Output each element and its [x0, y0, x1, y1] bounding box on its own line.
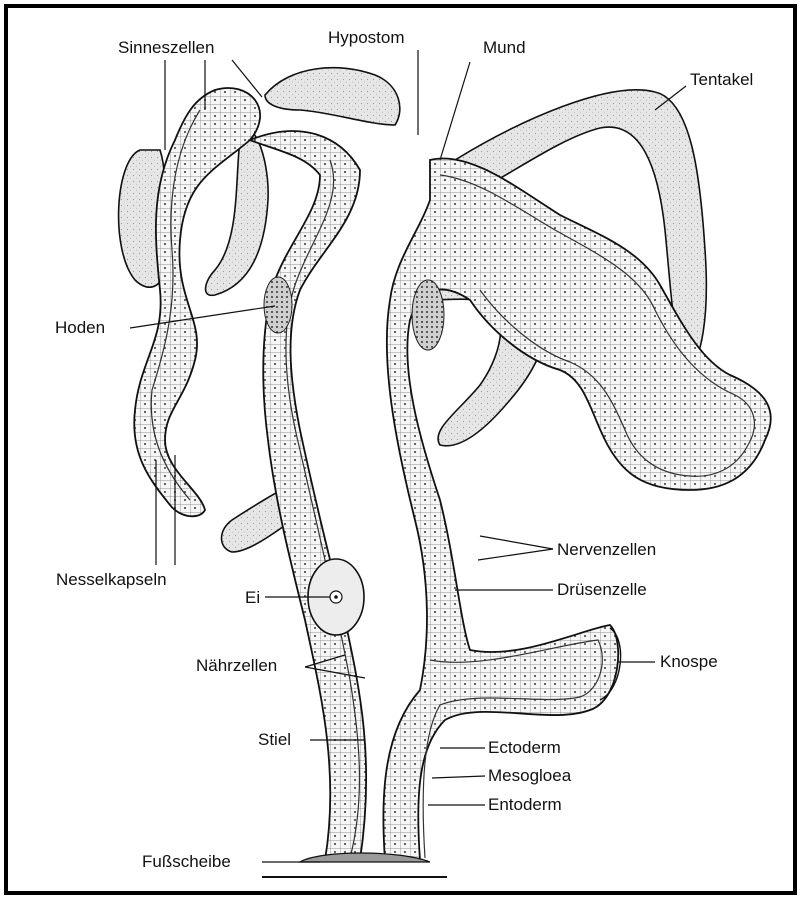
label-entoderm: Entoderm: [488, 795, 562, 815]
label-ei: Ei: [245, 588, 260, 608]
label-ectoderm: Ectoderm: [488, 738, 561, 758]
label-nesselkapseln: Nesselkapseln: [56, 570, 167, 590]
label-hoden: Hoden: [55, 318, 105, 338]
label-hypostom: Hypostom: [328, 28, 405, 48]
label-sinneszellen: Sinneszellen: [118, 38, 214, 58]
tentacle-top-hypostom: [265, 68, 400, 125]
label-nervenzellen: Nervenzellen: [557, 540, 656, 560]
label-stiel: Stiel: [258, 730, 291, 750]
label-knospe: Knospe: [660, 652, 718, 672]
label-mesogloea: Mesogloea: [488, 766, 571, 786]
label-mund: Mund: [483, 38, 526, 58]
label-fussscheibe: Fußscheibe: [142, 852, 231, 872]
label-naehrzellen: Nährzellen: [196, 656, 277, 676]
label-tentakel: Tentakel: [690, 70, 753, 90]
label-druesenzelle: Drüsenzelle: [557, 580, 647, 600]
